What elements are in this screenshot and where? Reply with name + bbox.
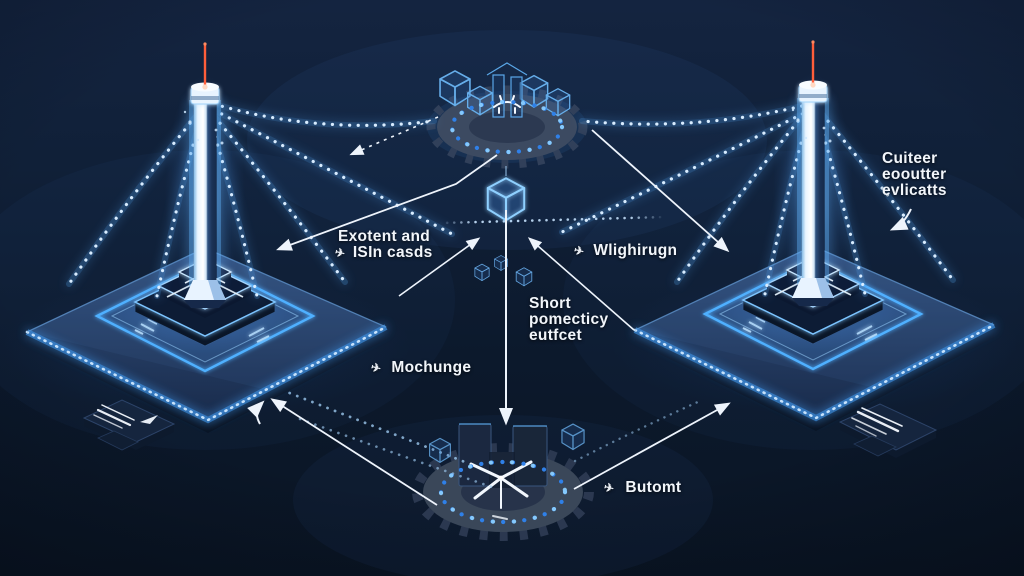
hub-towers <box>458 423 548 488</box>
label-line: Exotent and <box>337 228 430 245</box>
label-line: eooutter <box>882 166 947 183</box>
top-gear-hub <box>426 62 588 169</box>
arrow-up-left <box>398 237 481 297</box>
hub-structure <box>486 62 528 118</box>
label-line: pomecticy <box>529 311 609 328</box>
drone-icon <box>493 95 521 114</box>
plane-icon: ✈ <box>572 242 586 260</box>
label-line: evlicatts <box>882 182 947 199</box>
turbine-x-icon <box>469 460 533 520</box>
bottom-gear-hub <box>412 423 594 541</box>
label-weighing: ✈ Wlighirugn <box>572 242 678 260</box>
label-line: Butomt <box>625 479 682 496</box>
label-line: eutfcet <box>529 327 582 344</box>
label-exchange: ✈ Mochunge <box>369 359 472 377</box>
arrow-bottom-to-left <box>270 398 438 506</box>
label-line: Wlighirugn <box>593 242 678 259</box>
curved-arrow-right <box>889 208 912 231</box>
label-line: Mochunge <box>391 359 472 376</box>
arrow-up-right <box>527 237 635 331</box>
arrow-bottom-to-right <box>573 402 731 490</box>
gear-teeth <box>426 85 588 169</box>
plane-glyph <box>140 415 158 424</box>
arrow-hub-to-right <box>591 129 730 253</box>
plane-icon: ✈ <box>602 479 616 497</box>
document-card-left <box>82 399 176 451</box>
plane-icon: ✈ <box>369 359 383 377</box>
label-export-cases: Exotent and ✈ ISIn casds <box>318 228 450 262</box>
label-line: Short <box>529 295 571 312</box>
curved-arrow-left <box>247 400 265 425</box>
plane-icon: ✈ <box>333 244 348 262</box>
gear-teeth <box>412 443 594 541</box>
label-bottom-process: ✈ Butomt <box>602 479 682 497</box>
label-short-capacity: Short pomecticy eutfcet <box>529 296 608 344</box>
label-line: ISIn casds <box>352 244 433 261</box>
label-line: Cuiteer <box>882 150 938 167</box>
flow-arrows <box>247 116 912 506</box>
center-data-cube <box>486 166 526 222</box>
arrow-hub-to-left <box>276 154 498 251</box>
label-outer-flow: Cuiteer eooutter evlicatts <box>882 151 947 199</box>
